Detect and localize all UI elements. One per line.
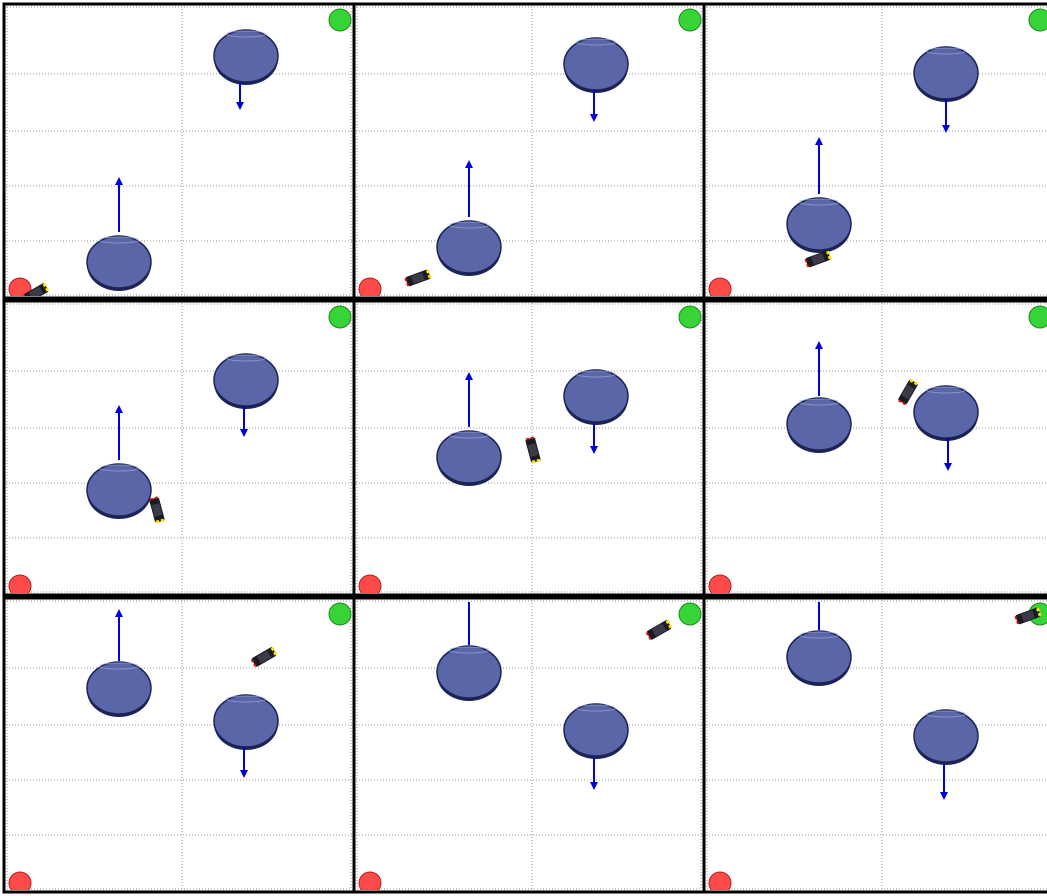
disc-obstacle-icon [787,398,851,453]
disc-obstacle-icon [914,386,978,441]
goal-circle-icon [679,9,701,31]
goal-circle-icon [329,603,351,625]
goal-circle-icon [329,9,351,31]
simulation-frame-4 [4,301,354,597]
simulation-frame-6 [704,301,1047,597]
disc-obstacle-icon [214,30,278,85]
goal-circle-icon [679,603,701,625]
simulation-frame-1 [4,4,354,304]
simulation-frame-8 [354,598,704,894]
disc-obstacle-icon [437,221,501,276]
simulation-frame-2 [354,4,704,300]
disc-obstacle-icon [564,38,628,93]
goal-circle-icon [329,306,351,328]
disc-obstacle-icon [87,464,151,519]
simulation-frame-9 [704,598,1047,894]
disc-obstacle-icon [914,710,978,765]
disc-obstacle-icon [87,236,151,291]
disc-obstacle-icon [87,662,151,717]
disc-obstacle-icon [564,370,628,425]
goal-circle-icon [1029,306,1047,328]
disc-obstacle-icon [214,354,278,409]
simulation-frame-7 [4,598,354,894]
disc-obstacle-icon [787,198,851,253]
disc-obstacle-icon [787,631,851,686]
disc-obstacle-icon [564,704,628,759]
simulation-frame-5 [354,301,704,597]
disc-obstacle-icon [914,47,978,102]
simulation-frame-3 [704,4,1047,300]
goal-circle-icon [679,306,701,328]
goal-circle-icon [1029,9,1047,31]
disc-obstacle-icon [437,431,501,486]
disc-obstacle-icon [214,695,278,750]
disc-obstacle-icon [437,646,501,701]
